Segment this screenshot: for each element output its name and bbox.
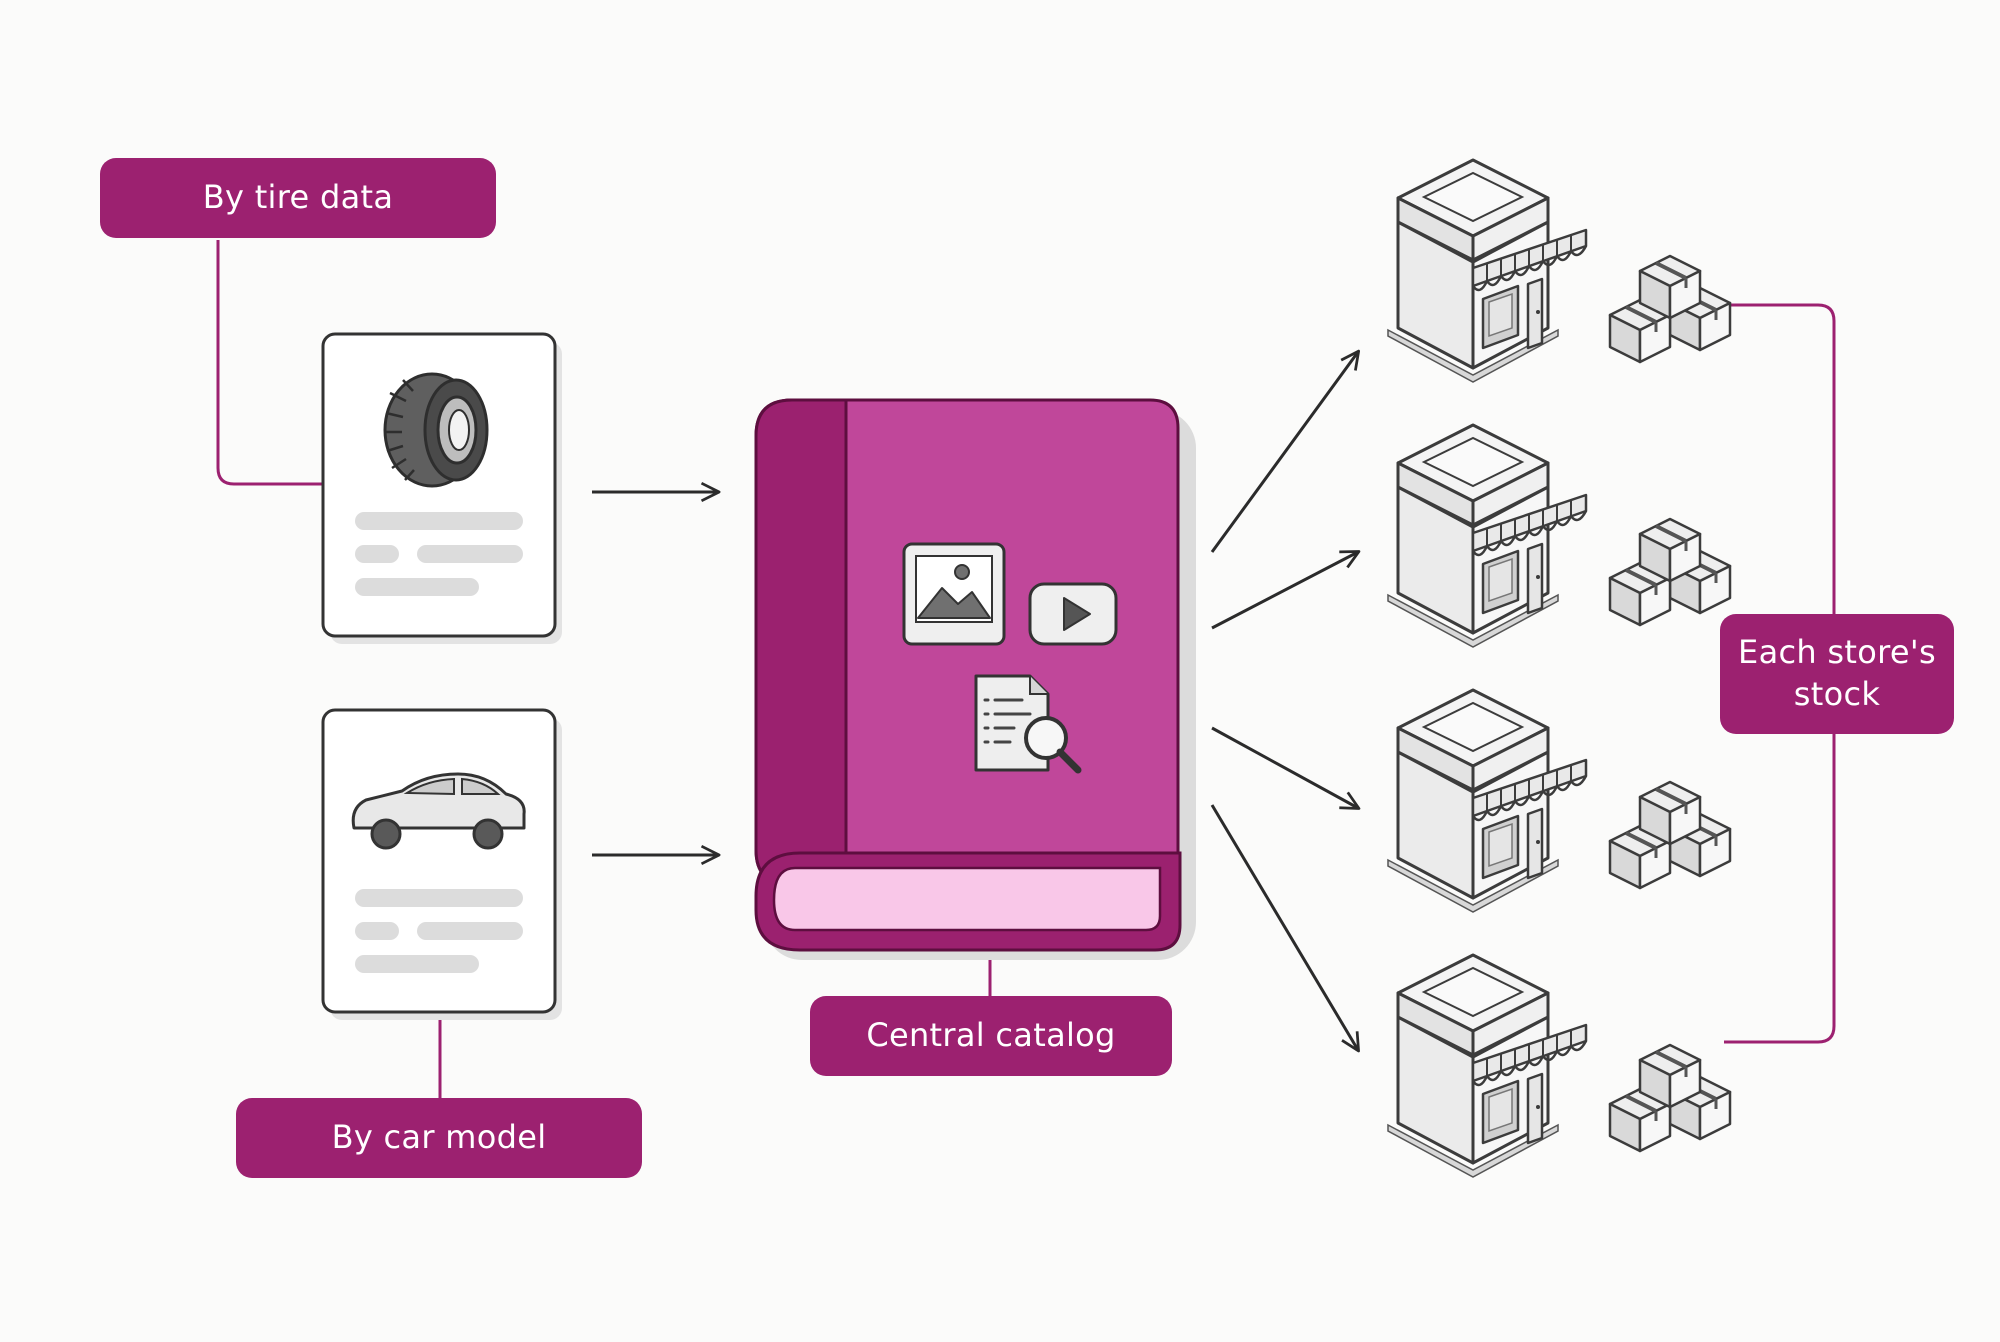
tire-label-connector — [216, 240, 322, 486]
output-arrows — [1210, 349, 1361, 1053]
boxes-icon — [1610, 519, 1730, 625]
car-model-label-text: By car model — [331, 1118, 547, 1157]
tire-icon — [383, 372, 489, 488]
tire-card-text-lines — [355, 512, 523, 596]
car-icon — [351, 772, 526, 850]
storefront-icon — [1386, 158, 1588, 384]
store-stock-label: Each store's stock — [1720, 614, 1954, 734]
storefront-icon — [1386, 688, 1588, 914]
tire-data-card — [321, 332, 562, 644]
catalog-to-store-3-arrow — [1211, 726, 1361, 810]
catalog-to-store-2-arrow — [1211, 550, 1361, 630]
storefront-icon — [1386, 953, 1588, 1179]
central-catalog-label-text: Central catalog — [866, 1016, 1116, 1055]
boxes-icon — [1610, 256, 1730, 362]
video-play-icon — [1028, 582, 1118, 646]
tire-data-label-text: By tire data — [202, 178, 394, 217]
tire-data-label: By tire data — [100, 158, 496, 238]
input-arrows — [592, 481, 721, 866]
document-search-icon — [974, 674, 1082, 774]
store-stock-label-line1: Each store's — [1738, 633, 1936, 672]
image-icon — [902, 542, 1006, 646]
car-model-label: By car model — [236, 1098, 642, 1178]
car-card-text-lines — [355, 889, 523, 973]
boxes-icon — [1610, 1045, 1730, 1151]
car-model-card — [321, 708, 562, 1020]
central-catalog-label: Central catalog — [810, 996, 1172, 1076]
catalog-to-store-4-arrow — [1210, 804, 1360, 1053]
catalog-to-store-1-arrow — [1210, 349, 1361, 553]
store-stock-label-line2: stock — [1793, 675, 1881, 713]
book-icon — [754, 398, 1196, 960]
boxes-icon — [1610, 782, 1730, 888]
storefront-icon — [1386, 423, 1588, 649]
